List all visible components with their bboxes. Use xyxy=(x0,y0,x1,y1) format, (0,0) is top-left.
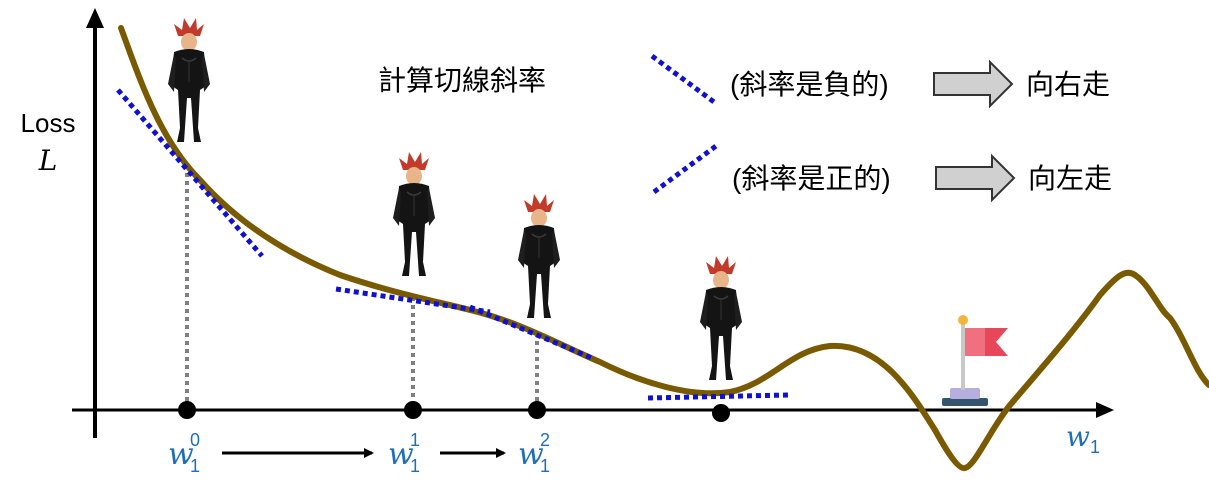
step-label-w2: w 2 1 xyxy=(518,430,550,476)
point-w0 xyxy=(178,401,196,419)
x-axis-label-base: w xyxy=(1066,420,1090,453)
move-left-arrow xyxy=(935,153,1016,203)
step-label-base: w xyxy=(168,437,194,472)
character-icon xyxy=(392,151,436,277)
step-label-w1: w 1 1 xyxy=(388,430,420,476)
point-w1 xyxy=(404,401,422,419)
step-label-sup: 2 xyxy=(540,430,550,450)
tangent-line-w0 xyxy=(116,88,264,258)
character-icon xyxy=(517,193,561,319)
step-label-base: w xyxy=(388,437,414,472)
x-axis-arrowhead xyxy=(1096,402,1114,418)
character-icon xyxy=(167,17,211,143)
legend-negative-slope-line xyxy=(650,53,716,105)
positive-slope-label: (斜率是正的) xyxy=(732,163,891,194)
tangent-line-w1 xyxy=(335,286,491,315)
point-min xyxy=(712,404,730,422)
y-axis-label-loss: Loss xyxy=(21,108,76,138)
move-right-label: 向右走 xyxy=(1026,69,1110,100)
y-axis-arrowhead xyxy=(86,8,104,28)
step-label-sub: 1 xyxy=(190,456,200,476)
step-label-base: w xyxy=(518,437,544,472)
x-axis-label-sub: 1 xyxy=(1090,437,1100,457)
negative-slope-label: (斜率是負的) xyxy=(730,69,889,100)
character-icon xyxy=(699,255,743,381)
step-label-sup: 0 xyxy=(190,430,200,450)
step-label-sub: 1 xyxy=(540,456,550,476)
move-right-arrow xyxy=(933,59,1014,109)
step-label-sub: 1 xyxy=(410,456,420,476)
x-axis-label: w1 xyxy=(1066,420,1100,457)
y-axis-label-symbol: L xyxy=(38,144,58,177)
tangent-line-w2 xyxy=(469,304,593,361)
step-label-sup: 1 xyxy=(410,430,420,450)
flag-icon xyxy=(942,315,1008,406)
loss-curve xyxy=(118,25,1209,471)
move-left-label: 向左走 xyxy=(1028,163,1112,194)
compute-slope-label: 計算切線斜率 xyxy=(378,65,546,96)
legend-positive-slope-line xyxy=(652,143,718,195)
point-w2 xyxy=(528,401,546,419)
step-label-w0: w 0 1 xyxy=(168,430,200,476)
